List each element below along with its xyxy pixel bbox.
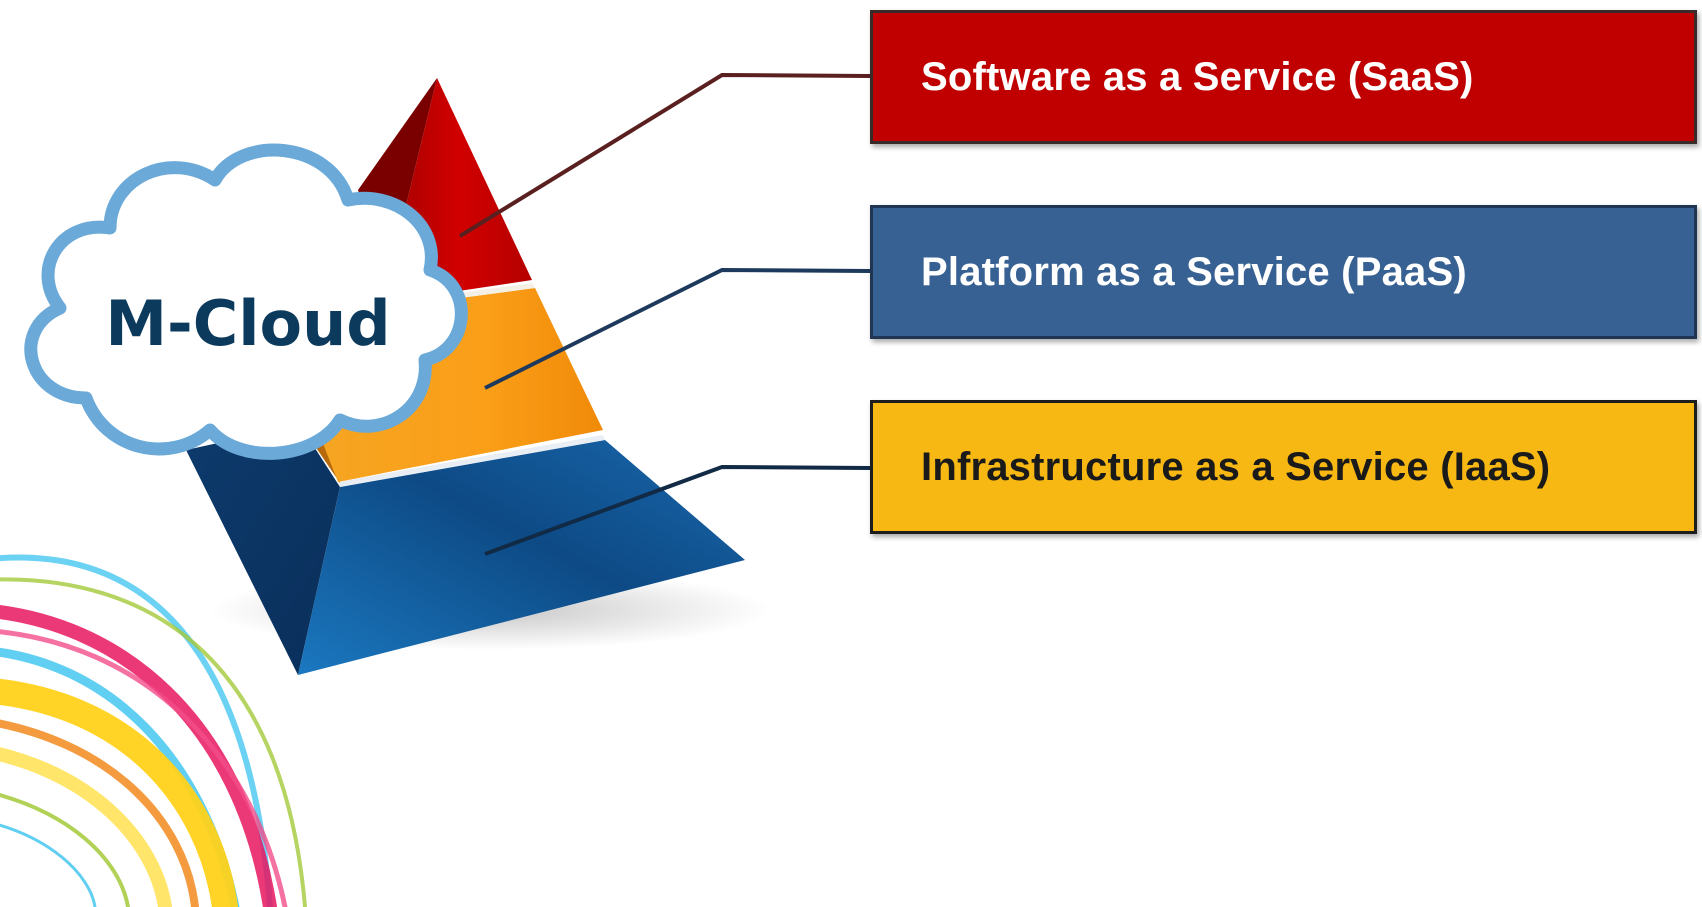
saas-label: Software as a Service (SaaS): [921, 54, 1474, 99]
swirl-stroke-green-2: [0, 793, 130, 907]
paas-box: Platform as a Service (PaaS): [870, 205, 1697, 339]
swirl-stroke-pink: [0, 605, 277, 907]
swirl-stroke-yellow-2: [0, 747, 172, 907]
swirl-stroke-yellow: [0, 678, 238, 907]
cloud-label: M-Cloud: [105, 287, 390, 360]
pyramid-tier-iaas-side: [186, 425, 340, 675]
connector-lines: [458, 72, 871, 556]
decorative-swirl: [0, 554, 307, 907]
swirl-stroke-pink-thin: [0, 629, 288, 907]
swirl-stroke-green: [0, 577, 307, 907]
connector-paas: [484, 267, 871, 390]
swirl-stroke-orange: [0, 719, 199, 907]
cloud-shape: [24, 143, 468, 460]
iaas-label: Infrastructure as a Service (IaaS): [921, 444, 1551, 489]
connector-iaas: [484, 464, 871, 556]
paas-label: Platform as a Service (PaaS): [921, 249, 1467, 294]
swirl-stroke-cyan-3: [0, 823, 97, 907]
pyramid-tier-iaas-top-edge: [338, 435, 605, 487]
connector-saas: [458, 72, 871, 238]
iaas-box: Infrastructure as a Service (IaaS): [870, 400, 1697, 534]
swirl-stroke-cyan: [0, 554, 273, 907]
saas-box: Software as a Service (SaaS): [870, 10, 1697, 144]
cloud-icon: M-Cloud: [24, 143, 468, 460]
